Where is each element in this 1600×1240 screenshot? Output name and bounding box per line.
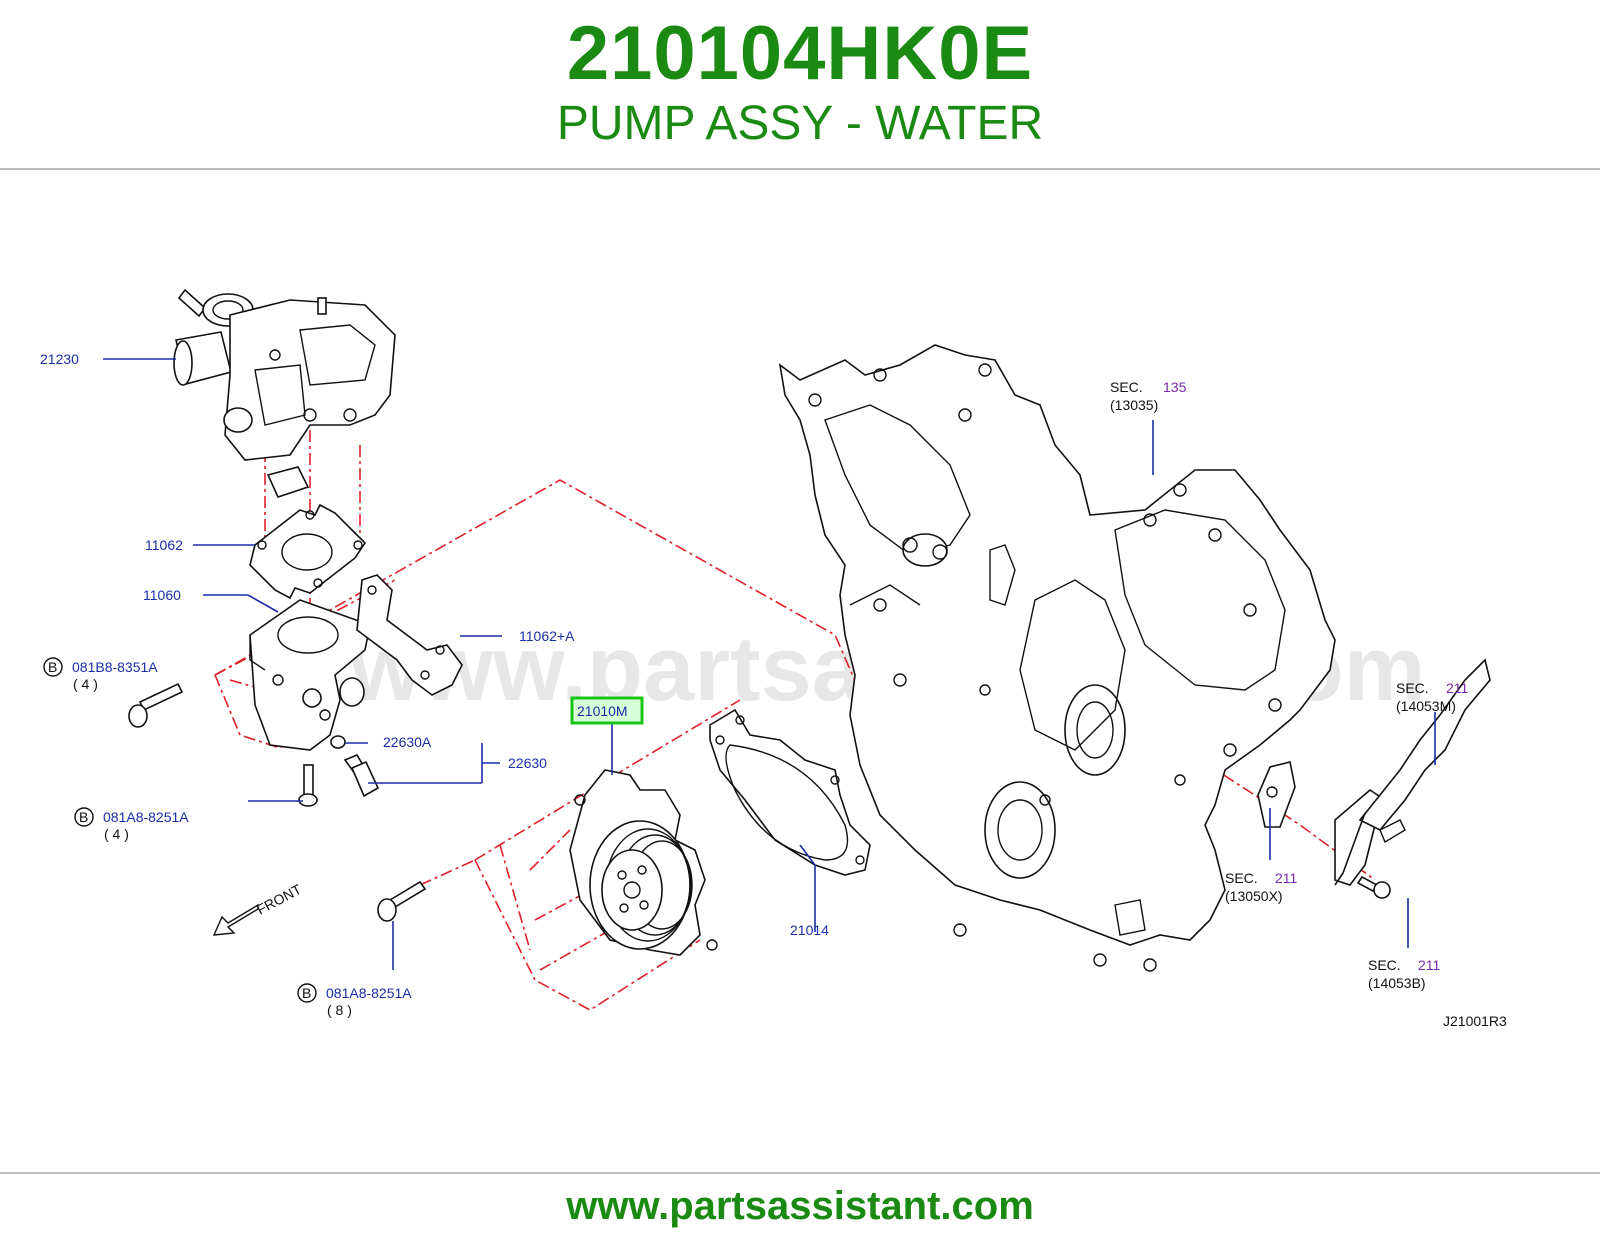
sec-135-ref: (13035) [1110, 397, 1158, 413]
front-direction-arrow-icon [212, 903, 259, 936]
callout-081b8-8351a[interactable]: 081B8-8351A [72, 659, 158, 675]
callout-21014[interactable]: 21014 [790, 922, 829, 938]
parts-diagram: www.partsassistant.com [40, 288, 1507, 1029]
bolt-marker-icon [74, 807, 94, 827]
thermostat-housing-21230 [173, 288, 396, 498]
sec-211-14053b-word: SEC. [1368, 957, 1401, 973]
callout-22630a[interactable]: 22630A [383, 734, 432, 750]
sec-211-14053b-ref: (14053B) [1368, 975, 1426, 991]
sec-211-14053m-word: SEC. [1396, 680, 1429, 696]
part-number-title: 210104HK0E [566, 11, 1034, 96]
callout-081a8-8251a-upper[interactable]: 081A8-8251A [103, 809, 189, 825]
front-label: FRONT [254, 881, 304, 918]
callout-081a8-8251a-lower-qty: ( 8 ) [327, 1002, 352, 1018]
bolt-081a8-8251a-lower [377, 880, 427, 922]
gasket-11062 [249, 503, 367, 600]
callout-081a8-8251a-lower[interactable]: 081A8-8251A [326, 985, 412, 1001]
sec-135-number[interactable]: 135 [1163, 379, 1187, 395]
part-name-subtitle: PUMP ASSY - WATER [556, 97, 1044, 150]
bolt-sec211-14053b [1356, 875, 1391, 899]
selected-part-highlight [570, 696, 644, 725]
callout-11060[interactable]: 11060 [143, 587, 181, 603]
sec-211-13050x-number[interactable]: 211 [1275, 870, 1298, 886]
temp-sensor-22630 [330, 735, 380, 798]
gasket-sec211-13050x [1257, 761, 1296, 828]
footer-divider [0, 1172, 1600, 1174]
sec-211-13050x-ref: (13050X) [1225, 888, 1283, 904]
sec-211-14053m-ref: (14053M) [1396, 698, 1456, 714]
sec-211-14053b-number[interactable]: 211 [1418, 957, 1441, 973]
water-pump-21010m [569, 769, 718, 956]
bolt-marker-letter: B [79, 809, 88, 825]
callout-22630[interactable]: 22630 [508, 755, 547, 771]
callout-081a8-8251a-upper-qty: ( 4 ) [104, 826, 129, 842]
gasket-21014 [709, 708, 871, 876]
footer-website-link[interactable]: www.partsassistant.com [566, 1184, 1034, 1228]
callout-11062[interactable]: 11062 [145, 537, 183, 553]
header-divider [0, 168, 1600, 170]
sec-211-14053m-number[interactable]: 211 [1446, 680, 1469, 696]
callout-081b8-8351a-qty: ( 4 ) [73, 676, 98, 692]
callout-21010m[interactable]: 21010M [577, 703, 628, 719]
diagram-code: J21001R3 [1443, 1013, 1507, 1029]
sec-135-word: SEC. [1110, 379, 1143, 395]
gasket-11062a [356, 574, 463, 696]
sec-211-13050x-word: SEC. [1225, 870, 1258, 886]
callout-11062a[interactable]: 11062+A [519, 628, 575, 644]
callout-21230[interactable]: 21230 [40, 351, 79, 367]
bolt-081a8-8251a-upper [298, 764, 318, 807]
bolt-marker-icon [43, 657, 63, 677]
bolt-081b8-8351a [128, 682, 184, 728]
front-cover-sec135 [778, 344, 1336, 972]
water-pipe-sec211-14053m [1334, 658, 1491, 886]
leader-lines [103, 358, 1436, 970]
water-inlet-11060 [249, 599, 371, 751]
bolt-marker-icon [297, 983, 317, 1003]
bolt-marker-letter: B [302, 985, 311, 1001]
bolt-marker-letter: B [48, 659, 57, 675]
